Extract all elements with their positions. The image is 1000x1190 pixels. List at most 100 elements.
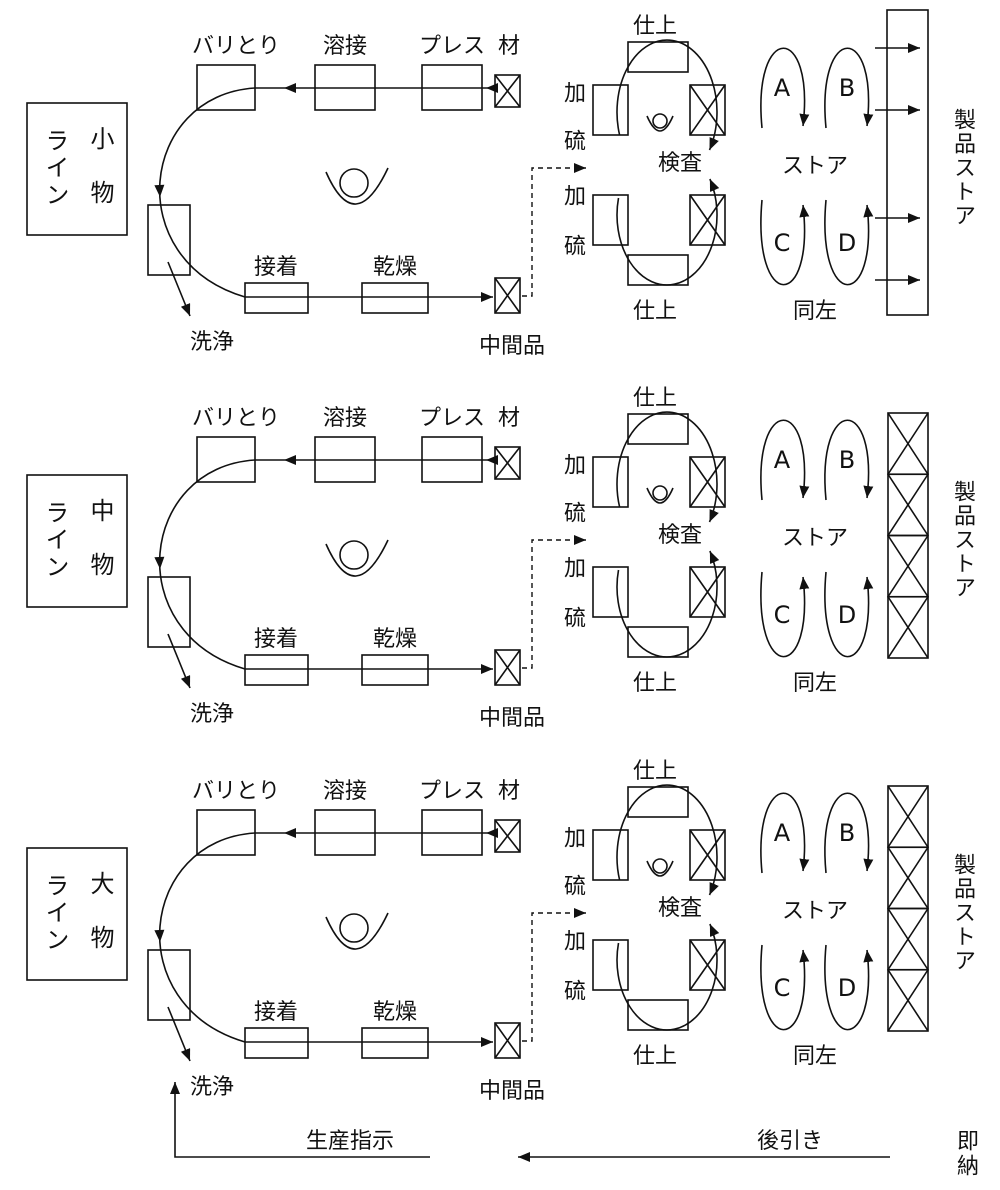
deburr-box xyxy=(196,64,256,111)
production-instruction-arrow xyxy=(170,1082,430,1158)
washing-exit-arrow xyxy=(167,633,191,689)
drying-box-outline xyxy=(361,1027,429,1059)
finish-bottom-label: 仕上 xyxy=(633,1044,677,1069)
pull-label: 後引き xyxy=(757,1129,823,1154)
inspection-upper-box-cross-line xyxy=(689,829,726,881)
worker-icon-body xyxy=(646,860,674,877)
welding-box xyxy=(314,436,376,483)
store-loop-b xyxy=(824,792,874,874)
intermediate-box xyxy=(494,277,521,314)
press-box xyxy=(421,436,483,483)
deburr-box-outline xyxy=(196,809,256,856)
deburr-box xyxy=(196,809,256,856)
inspection-label: 検査 xyxy=(658,151,702,176)
product-store-rack xyxy=(886,9,929,316)
finish-bottom-box-outline xyxy=(627,999,689,1031)
intermediate-box-outline xyxy=(494,649,521,686)
bonding-label: 接着 xyxy=(254,627,298,652)
finish-bottom-box-outline xyxy=(627,626,689,658)
product-store-bin-outline xyxy=(887,968,929,1032)
store-c-label: C xyxy=(774,974,791,1002)
bonding-box-outline xyxy=(244,282,309,314)
welding-label: 溶接 xyxy=(323,779,367,804)
vulcanize-upper-box xyxy=(592,84,629,136)
drying-box-outline xyxy=(361,654,429,686)
press-box-outline xyxy=(421,436,483,483)
upper-flow-arrowhead xyxy=(284,83,296,93)
worker-icon-body xyxy=(325,912,389,950)
worker-icon-head xyxy=(339,168,369,198)
drying-box-outline xyxy=(361,282,429,314)
store-d-label: D xyxy=(838,229,856,257)
product-store-bin xyxy=(887,412,929,476)
product-store-bin-cross-line xyxy=(887,969,929,1032)
production-instruction-label: 生産指示 xyxy=(306,1129,394,1154)
worker-icon-head xyxy=(652,858,668,874)
material-box xyxy=(494,74,521,108)
store-loop-a xyxy=(760,47,810,129)
vulcanize-lower-box xyxy=(592,566,629,618)
drying-box xyxy=(361,1027,429,1059)
worker-icon-head xyxy=(652,485,668,501)
intermediate-label: 中間品 xyxy=(479,334,545,359)
finish-bottom-box-outline xyxy=(627,254,689,286)
press-label: プレス xyxy=(419,34,485,59)
store-c-label: C xyxy=(774,601,791,629)
welding-box xyxy=(314,64,376,111)
inspection-label: 検査 xyxy=(658,896,702,921)
deburr-label: バリとり xyxy=(192,779,280,804)
store-b-label: B xyxy=(839,446,855,474)
welding-label: 溶接 xyxy=(323,406,367,431)
worker-icon xyxy=(646,113,674,132)
inspection-upper-box-outline xyxy=(689,456,726,508)
worker-icon xyxy=(325,912,389,950)
line-title-box xyxy=(26,102,128,236)
store-a-label: A xyxy=(774,819,791,847)
inspection-lower-box xyxy=(689,939,726,991)
drying-box xyxy=(361,282,429,314)
press-box-outline xyxy=(421,64,483,111)
material-box-cross-line xyxy=(494,819,521,853)
store-a-label: A xyxy=(774,446,791,474)
finish-top-box-outline xyxy=(627,41,689,73)
vulcanize-upper-box xyxy=(592,456,629,508)
worker-icon-body xyxy=(646,115,674,132)
transfer-dashed-arrow xyxy=(522,163,586,297)
product-store-bin xyxy=(887,907,929,971)
lower-cell-loop xyxy=(616,550,720,658)
material-box-cross-line xyxy=(494,74,521,108)
inspection-upper-box-cross-line xyxy=(689,84,726,136)
return-flow-arrowhead xyxy=(154,929,165,942)
vulcanize-lower-box-outline xyxy=(592,939,629,991)
drying-box xyxy=(361,654,429,686)
material-box-outline xyxy=(494,819,521,853)
line-title-box-outline xyxy=(26,102,128,236)
inspection-lower-box xyxy=(689,194,726,246)
bonding-label: 接着 xyxy=(254,255,298,280)
intermediate-box-cross-line xyxy=(494,649,521,686)
inspection-upper-box-outline xyxy=(689,829,726,881)
inspection-lower-box-cross-line xyxy=(689,939,726,991)
upper-flow-arrowhead xyxy=(486,828,498,838)
upper-flow-arrowhead xyxy=(486,455,498,465)
finish-top-label: 仕上 xyxy=(633,386,677,411)
press-box xyxy=(421,64,483,111)
vulcanize-lower-box-outline xyxy=(592,566,629,618)
washing-label: 洗浄 xyxy=(190,330,234,355)
material-box-outline xyxy=(494,446,521,480)
product-store-rack-outline xyxy=(886,9,929,316)
finish-bottom-label: 仕上 xyxy=(633,671,677,696)
line-title-box xyxy=(26,847,128,981)
intermediate-box-outline xyxy=(494,1022,521,1059)
inspection-upper-box xyxy=(689,84,726,136)
vulcanize-lower-box xyxy=(592,939,629,991)
inspection-lower-box-cross-line xyxy=(689,194,726,246)
inspection-lower-box-outline xyxy=(689,194,726,246)
material-label: 材 xyxy=(498,406,520,431)
worker-icon-head xyxy=(652,113,668,129)
vulcanize-lower-box-outline xyxy=(592,194,629,246)
product-store-bin xyxy=(887,785,929,849)
